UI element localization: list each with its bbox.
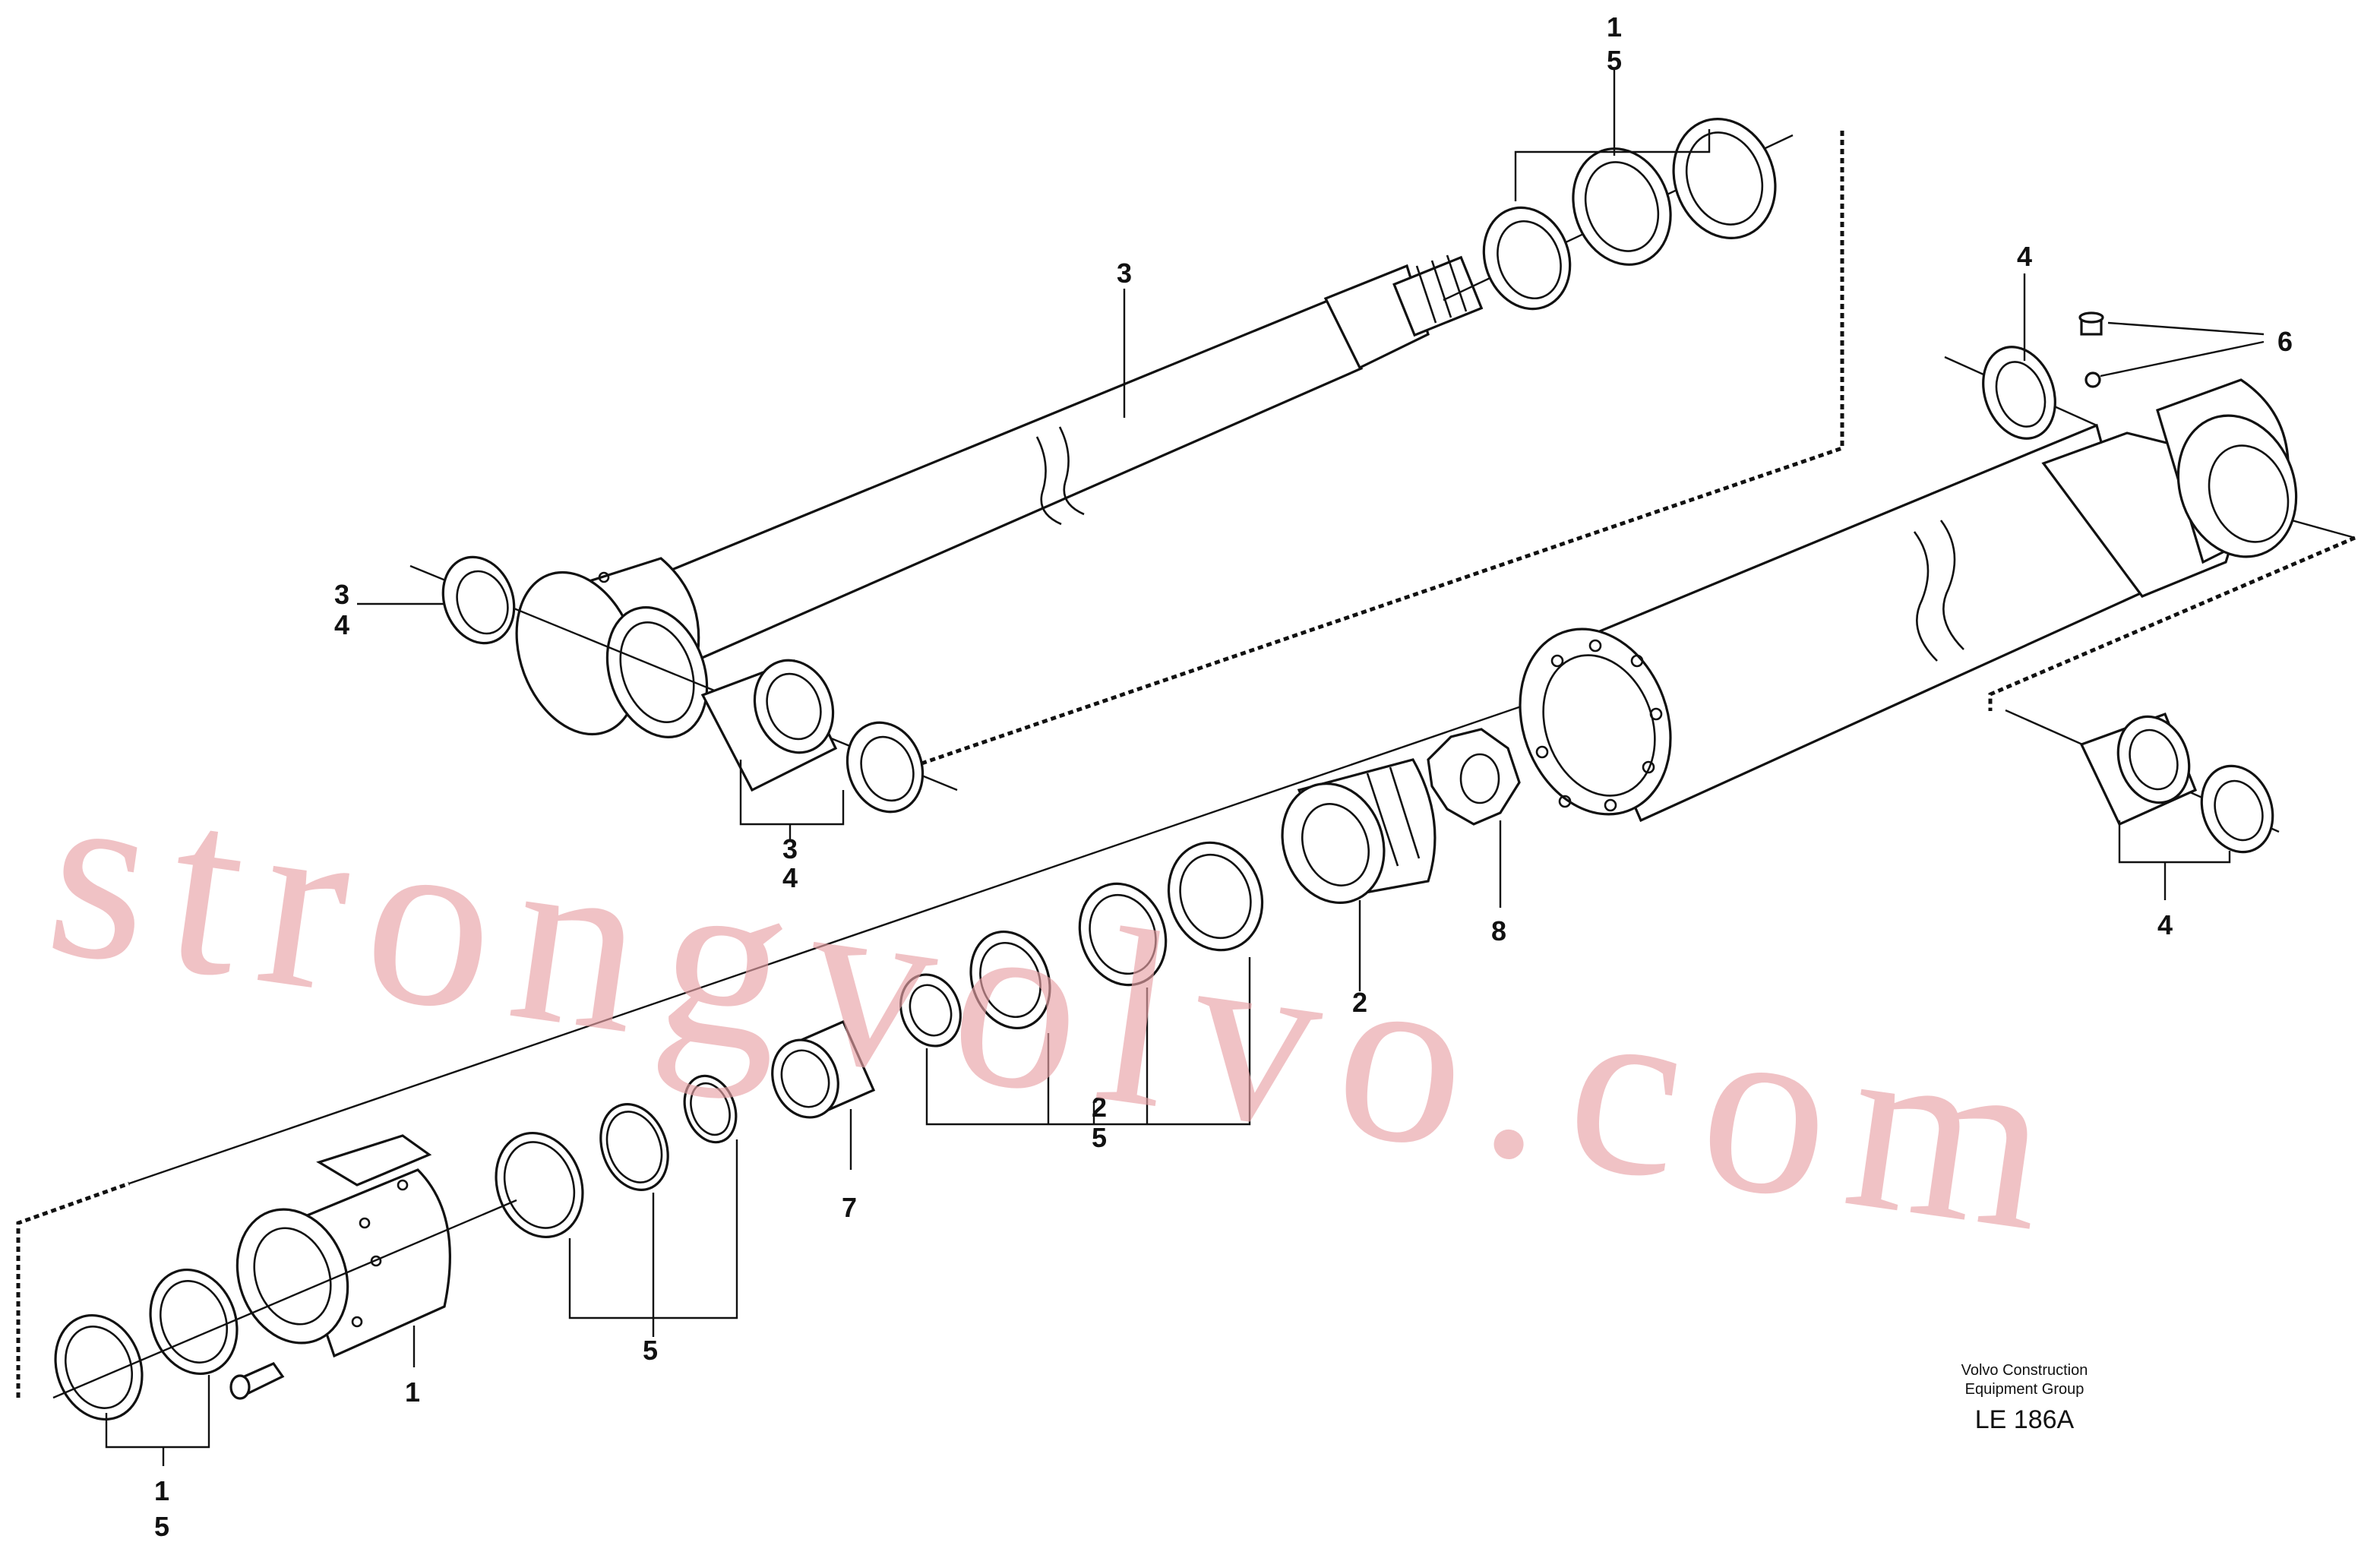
callout-head-seals-5: 5 bbox=[154, 1511, 169, 1542]
cylinder-barrel bbox=[1519, 378, 2298, 823]
barrel-eye-seal bbox=[1944, 346, 2097, 440]
piston-nut bbox=[1427, 728, 1521, 826]
callout-eye-3: 3 bbox=[334, 579, 349, 610]
barrel-alignment-dash bbox=[1988, 536, 2356, 711]
callout-piston-seals-5: 5 bbox=[1092, 1122, 1107, 1153]
head-seals bbox=[54, 1268, 239, 1421]
callout-head-1: 1 bbox=[405, 1376, 420, 1408]
head-axis bbox=[52, 1199, 517, 1399]
callout-top-1: 1 bbox=[1607, 11, 1622, 43]
upper-seal-set bbox=[1443, 118, 1794, 311]
head-bolt bbox=[229, 1362, 285, 1400]
piston bbox=[1281, 758, 1437, 904]
figure-reference: LE 186A bbox=[1975, 1405, 2075, 1434]
callout-top-5: 5 bbox=[1607, 45, 1622, 76]
callout-head-seals-1: 1 bbox=[154, 1475, 169, 1506]
callout-barrel-bushing-4: 4 bbox=[2157, 909, 2173, 940]
callout-grease-6: 6 bbox=[2277, 326, 2293, 357]
callout-piston-seals-2: 2 bbox=[1092, 1092, 1107, 1123]
callout-bushing-3: 3 bbox=[782, 833, 798, 864]
rod-alignment-dash bbox=[865, 131, 1844, 785]
barrel-break-mark bbox=[1913, 531, 1938, 662]
piston-seals bbox=[899, 841, 1264, 1048]
barrel-flange bbox=[1519, 627, 1672, 816]
piston-rod bbox=[409, 254, 1484, 792]
rod-eye-seal bbox=[441, 555, 516, 645]
rod-eye-outer-seal bbox=[845, 721, 925, 814]
rod-break-mark-2 bbox=[1058, 426, 1085, 516]
leader-lines bbox=[105, 68, 2265, 1466]
callout-bushing-4: 4 bbox=[782, 862, 798, 893]
alignment-lines bbox=[16, 131, 2356, 1398]
callout-piston-2: 2 bbox=[1352, 987, 1367, 1018]
rod-eye bbox=[515, 557, 709, 738]
head-alignment-dash bbox=[16, 1181, 130, 1398]
callout-orings-5: 5 bbox=[643, 1335, 658, 1366]
rod-eye-bushing bbox=[700, 659, 838, 792]
o-rings bbox=[495, 1074, 738, 1239]
rod-shaft bbox=[651, 298, 1364, 663]
barrel-eye-bushing bbox=[2005, 709, 2280, 854]
cylinder-head bbox=[235, 1134, 451, 1358]
barrel-break-mark-2 bbox=[1939, 520, 1964, 650]
callout-nut-8: 8 bbox=[1491, 915, 1506, 946]
callout-numbers: 1 5 3 3 4 3 4 4 6 4 8 2 2 5 7 5 1 1 5 bbox=[154, 11, 2293, 1542]
rod-break-mark bbox=[1035, 436, 1062, 526]
center-axis-lower bbox=[128, 682, 1588, 1185]
guide-ring bbox=[771, 1019, 876, 1119]
credit-line-1: Volvo Construction bbox=[1961, 1362, 2088, 1379]
callout-guide-7: 7 bbox=[842, 1192, 857, 1223]
callout-rod-3: 3 bbox=[1117, 258, 1132, 289]
barrel-eye bbox=[2156, 378, 2298, 564]
rod-thread bbox=[1392, 254, 1484, 337]
callout-eye-4: 4 bbox=[334, 609, 349, 640]
grease-nipple bbox=[2078, 311, 2104, 388]
credit-block: Volvo Construction Equipment Group LE 18… bbox=[1961, 1362, 2088, 1434]
callout-barrel-seal-4: 4 bbox=[2017, 241, 2032, 272]
credit-line-2: Equipment Group bbox=[1965, 1381, 2084, 1398]
